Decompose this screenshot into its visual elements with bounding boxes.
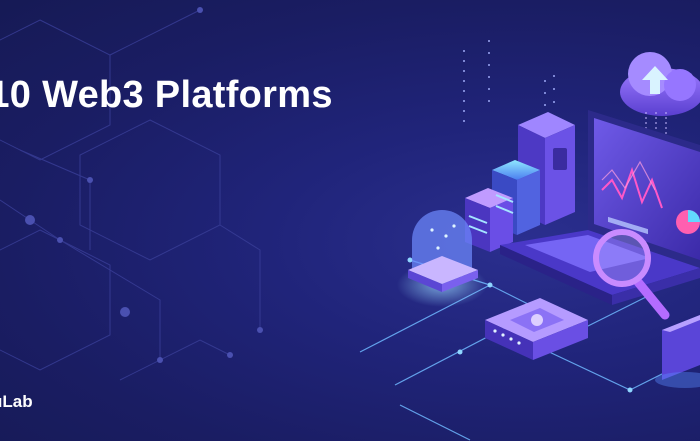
banner-title: p 10 Web3 Platforms [0,74,333,116]
web3-illustration [359,40,700,441]
brand-name: uLab [0,392,33,411]
laptop-icon [500,110,700,305]
magnifier-icon [593,229,670,320]
lamp-icon [397,210,487,307]
server-stack-icon [465,160,540,252]
chip-icon [485,298,588,360]
cloud-upload-icon [620,52,700,180]
